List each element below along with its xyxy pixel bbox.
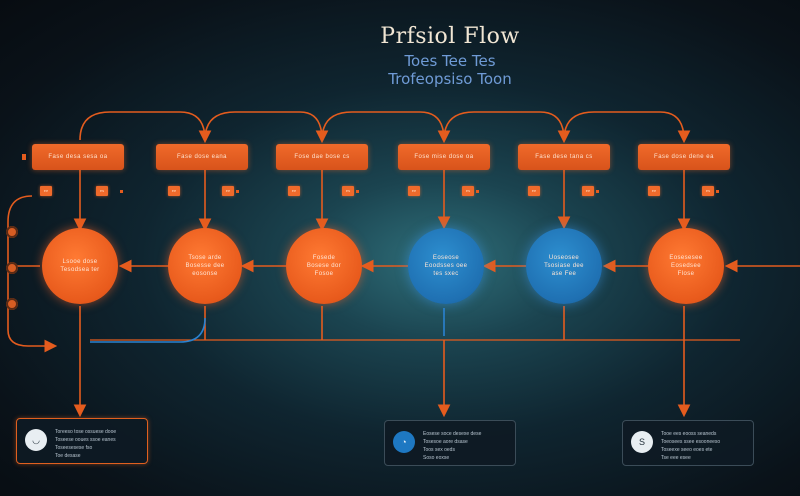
process-box-sublabel: oa — [465, 154, 474, 160]
node-label: Fosoe — [314, 271, 334, 277]
top-arch-4 — [443, 111, 571, 144]
side-dot-1 — [6, 226, 18, 238]
node-label: Tsosiase dee — [544, 263, 584, 269]
legend-line: Soso eoxse — [423, 455, 450, 461]
process-box-sublabel: cs — [585, 154, 593, 160]
legend-card-2: ◔ Eosese soce desexe dese Tosesoe aore d… — [384, 420, 516, 466]
node-label: tes sxec — [433, 271, 459, 277]
legend-line: Toeosees ssee esooneeso — [661, 439, 721, 445]
node-label: Lsooe dose — [62, 259, 98, 265]
node-label: Bosese dor — [306, 263, 342, 269]
diagram-subtitle-2: Trofeopsiso Toon — [388, 70, 512, 88]
flow-node-2[interactable]: Tsose arde Bosesse dee eosonse — [168, 228, 242, 304]
process-box-6[interactable]: Fase dose dene ea — [638, 144, 730, 170]
process-box-sublabel: oa — [99, 154, 108, 160]
flow-node-3[interactable]: Fosede Bosese dor Fosoe — [286, 228, 362, 304]
flow-node-1[interactable]: Lsooe dose Tesodsea ter — [42, 228, 118, 304]
node-label: Flose — [677, 271, 695, 277]
flow-node-5[interactable]: Uoseosee Tsosiase dee ase Fee — [526, 228, 602, 304]
node-label: Eoseose — [432, 255, 460, 261]
legend-line: Tooe ees eooss seaneds — [661, 431, 717, 437]
gauge-icon: ◔ — [393, 431, 415, 453]
process-box-sublabel: eana — [211, 154, 228, 160]
diagram-subtitle: Toes Tee Tes — [404, 52, 496, 70]
node-label: Tsose arde — [188, 255, 222, 261]
node-label: Tesodsea ter — [60, 267, 100, 273]
process-box-5[interactable]: Fase dese tana cs — [518, 144, 610, 170]
process-box-label: Fase desa sesa — [48, 154, 98, 160]
legend-line: Tse eee esee — [661, 455, 691, 461]
node-label: eosonse — [192, 271, 218, 277]
process-box-label: Fose dae bose — [294, 154, 341, 160]
process-box-3[interactable]: Fose dae bose cs — [276, 144, 368, 170]
node-label: ase Fee — [551, 271, 577, 277]
process-box-sublabel: cs — [342, 154, 350, 160]
process-box-label: Fase dose — [176, 154, 210, 160]
top-arch-3 — [321, 111, 451, 144]
diagram-title: Prfsiol Flow — [380, 24, 520, 49]
mini-box-3a: ee — [288, 186, 300, 196]
legend-line: Toos sex oeds — [423, 447, 455, 453]
process-box-sublabel: ea — [706, 154, 714, 160]
process-box-4[interactable]: Fose mise dose oa — [398, 144, 490, 170]
legend-line: Toe desase — [55, 453, 81, 459]
process-box-label: Fase dese tana — [535, 154, 584, 160]
legend-line: Toreeso tose ossuese dooe — [55, 429, 117, 435]
mini-box-2b: ee — [222, 186, 234, 196]
legend-line: Toseexe seeo eoes ete — [661, 447, 713, 453]
legend-card-3: S Tooe ees eooss seaneds Toeosees ssee e… — [622, 420, 754, 466]
circle-icon: ◡ — [25, 429, 47, 451]
mini-box-4a: ee — [408, 186, 420, 196]
node-label: Eoodsses oee — [424, 263, 468, 269]
node-label: Fosede — [312, 255, 336, 261]
node-label: Bosesse dee — [185, 263, 225, 269]
mini-box-1a: ee — [40, 186, 52, 196]
mini-box-5a: ee — [528, 186, 540, 196]
legend-line: Tosesoe aore dsase — [423, 439, 468, 445]
process-box-label: Fase dose dene — [654, 154, 705, 160]
mini-box-6b: es — [702, 186, 714, 196]
mini-box-2a: ee — [168, 186, 180, 196]
mini-box-1b: es — [96, 186, 108, 196]
legend-card-1: ◡ Toreeso tose ossuese dooe Toseese ooue… — [16, 418, 148, 464]
node-label: Uoseosee — [548, 255, 580, 261]
mini-box-6a: ee — [648, 186, 660, 196]
flow-node-6[interactable]: Eosesesee Eosedsee Flose — [648, 228, 724, 304]
mini-box-5b: ee — [582, 186, 594, 196]
top-arch-1 — [79, 111, 212, 144]
title-block: Prfsiol Flow Toes Tee Tes Trofeopsiso To… — [0, 0, 800, 100]
mini-box-4b: es — [462, 186, 474, 196]
process-box-label: Fose mise dose — [414, 154, 464, 160]
process-box-2[interactable]: Fase dose eana — [156, 144, 248, 170]
top-arch-2 — [204, 111, 329, 144]
blue-link — [90, 317, 206, 343]
legend-line: Toseesesese fso — [55, 445, 93, 451]
top-arch-5 — [563, 111, 691, 144]
side-dot-3 — [6, 298, 18, 310]
legend-line: Toseese ooues ssoe eanes — [55, 437, 116, 443]
s-letter-icon: S — [631, 431, 653, 453]
node-label: Eosesesee — [669, 255, 703, 261]
node-label: Eosedsee — [671, 263, 701, 269]
mini-box-3b: es — [342, 186, 354, 196]
process-box-1[interactable]: Fase desa sesa oa — [32, 144, 124, 170]
side-dot-2 — [6, 262, 18, 274]
legend-line: Eosese soce desexe dese — [423, 431, 482, 437]
flow-node-4[interactable]: Eoseose Eoodsses oee tes sxec — [408, 228, 484, 304]
